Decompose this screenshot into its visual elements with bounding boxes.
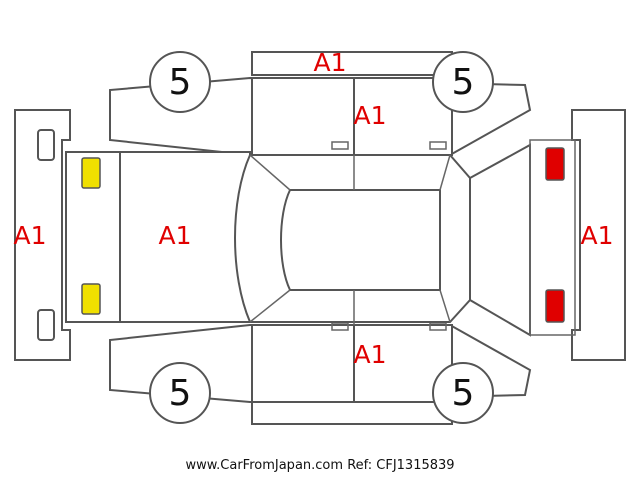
grade-rear-bumper: A1: [13, 221, 46, 250]
footer-ref: Ref: CFJ1315839: [347, 458, 455, 473]
rear-bumper-slot-bottom: [37, 309, 55, 341]
rear-window-line-top: [249, 154, 291, 191]
tire-rear-left: [149, 51, 211, 113]
tire-front-left-grade: 5: [452, 62, 475, 103]
bottom-roof-strip: [251, 401, 453, 425]
rear-window-line-bottom: [249, 289, 291, 323]
roof-panel: [280, 189, 441, 291]
grade-right-doors: A1: [353, 340, 386, 369]
footer-watermark: www.CarFromJapan.com Ref: CFJ1315839: [0, 458, 640, 473]
left-rear-door-handle: [331, 141, 349, 150]
tire-front-left: [432, 51, 494, 113]
rear-lamp-bottom: [81, 283, 101, 315]
left-front-door-handle: [429, 141, 447, 150]
grade-hood: A1: [158, 221, 191, 250]
rear-bumper-slot-top: [37, 129, 55, 161]
tire-rear-left-grade: 5: [169, 62, 192, 103]
grade-left-doors: A1: [353, 101, 386, 130]
right-rear-door: [251, 324, 355, 403]
tire-rear-right: [149, 362, 211, 424]
rear-lamp-top: [81, 157, 101, 189]
left-rear-door: [251, 77, 355, 156]
footer-site: www.CarFromJapan.com: [185, 458, 344, 473]
tire-front-right-grade: 5: [452, 373, 475, 414]
trunk-panel: [119, 151, 251, 323]
front-lamp-bottom: [545, 289, 565, 323]
front-lamp-top: [545, 147, 565, 181]
tire-rear-right-grade: 5: [169, 373, 192, 414]
tire-front-right: [432, 362, 494, 424]
top-roof-strip: [251, 51, 453, 76]
windshield-line-top: [439, 154, 451, 191]
rear-bumper-panel: [14, 109, 71, 361]
grade-top-edge: A1: [313, 48, 346, 77]
grille-panel: [529, 139, 576, 336]
front-bumper-panel: [571, 109, 626, 361]
grade-front-bumper: A1: [580, 221, 613, 250]
windshield-line-bottom: [439, 289, 451, 323]
hood-panel: [469, 143, 531, 337]
